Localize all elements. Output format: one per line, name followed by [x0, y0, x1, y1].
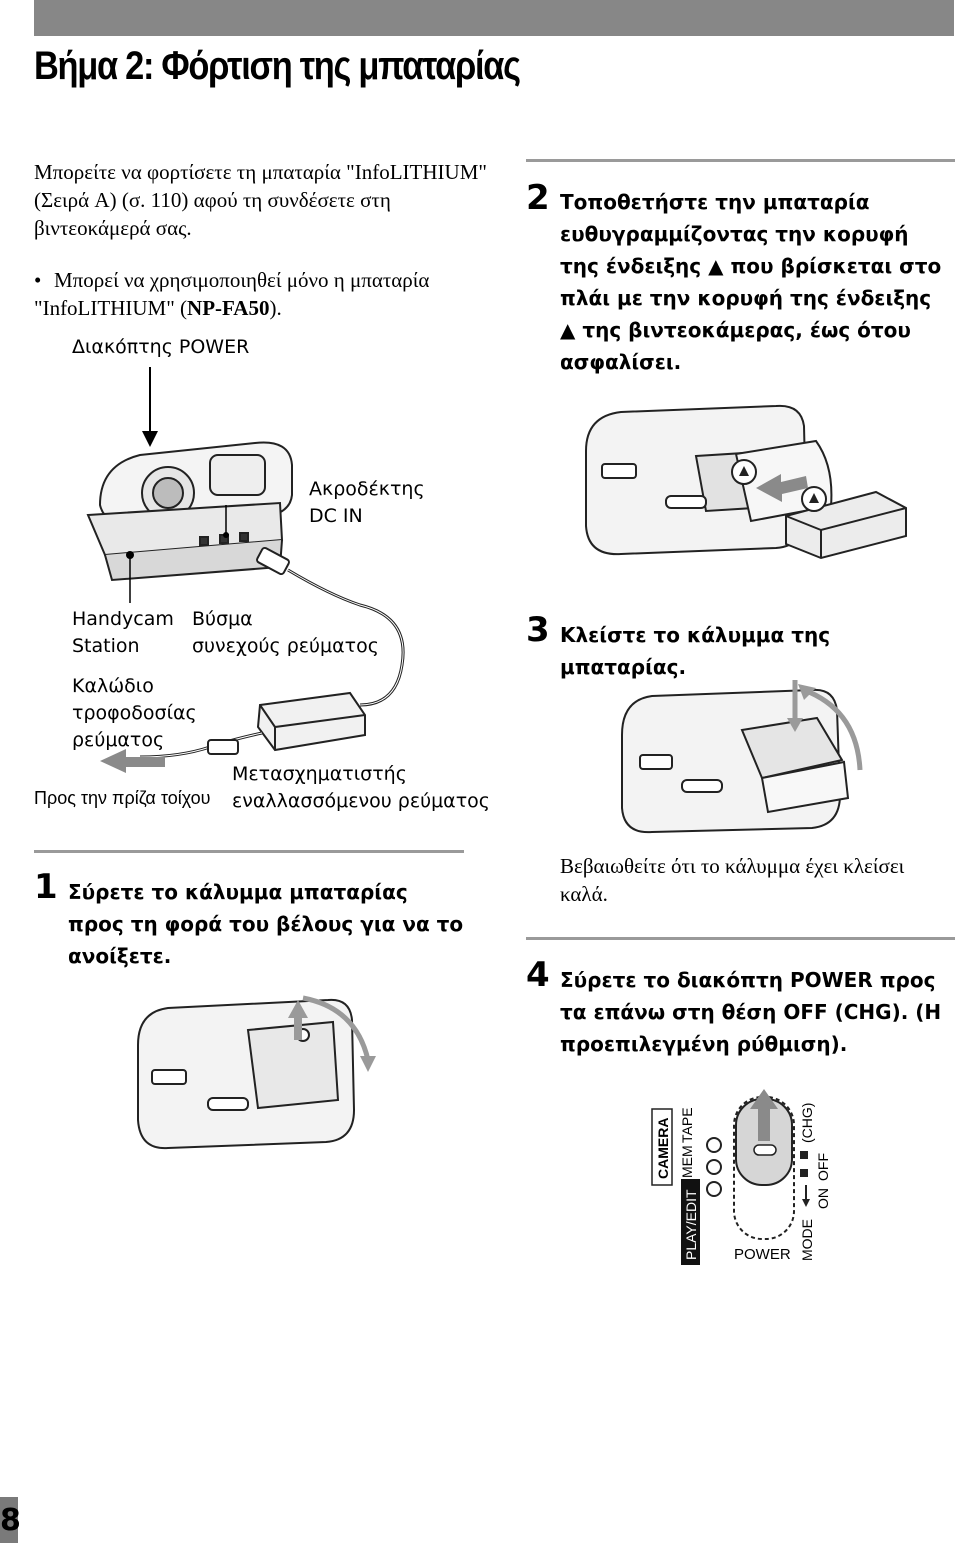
label-power-switch: Διακόπτης POWER	[72, 336, 250, 358]
switch-label-camera: CAMERA	[655, 1118, 671, 1179]
step3-text: Κλείστε το κάλυμμα της μπαταρίας.	[560, 623, 831, 679]
label-dc-in: Ακροδέκτης DC IN	[309, 476, 425, 530]
power-switch-illustration: CAMERA MEM TAPE PLAY/EDIT (CHG) OFF ON M…	[651, 1089, 831, 1265]
battery-insert-illustration	[585, 404, 907, 560]
mem-lamp-icon	[706, 1159, 722, 1175]
step1-rule	[34, 850, 464, 853]
triangle-mark-icon: ▲	[708, 254, 724, 278]
connection-illustration	[86, 367, 405, 773]
step4-number: 4	[526, 955, 550, 995]
play-lamp-icon	[706, 1181, 722, 1197]
battery-note-prefix: Μπορεί να χρησιμοποιηθεί μόνο η μπαταρία…	[34, 268, 430, 320]
step2-text-part3: της βιντεοκάμερας, έως ότου ασφαλίσει.	[560, 318, 911, 374]
label-dc-plug: Βύσμα συνεχούς ρεύματος	[192, 606, 379, 660]
step3-note: Βεβαιωθείτε ότι το κάλυμμα έχει κλείσει …	[560, 854, 905, 906]
label-dc-in-line2: DC IN	[309, 505, 363, 527]
tape-lamp-icon	[706, 1137, 722, 1153]
label-handycam-line1: Handycam	[72, 608, 174, 630]
step1-number: 1	[34, 867, 58, 907]
label-handycam-line2: Station	[72, 635, 140, 657]
battery-note: •Μπορεί να χρησιμοποιηθεί μόνο η μπαταρί…	[34, 266, 504, 322]
camcorder-on-station	[86, 441, 293, 582]
page-title: Βήμα 2: Φόρτιση της μπαταρίας	[34, 44, 521, 88]
label-handycam-station: Handycam Station	[72, 606, 174, 660]
label-dc-in-line1: Ακροδέκτης	[309, 478, 425, 500]
step2-text-part2: που βρίσκεται στο πλάι με την κορυφή της…	[560, 254, 942, 310]
switch-label-chg: (CHG)	[799, 1103, 815, 1143]
step1-text: Σύρετε το κάλυμμα μπαταρίας προς τη φορά…	[68, 880, 464, 968]
label-ac-adaptor-line1: Μετασχηματιστής	[232, 763, 407, 785]
step4-rule	[526, 937, 955, 940]
page-number: 8	[0, 1503, 21, 1538]
label-power-cord: Καλώδιο τροφοδοσίας ρεύματος	[72, 673, 197, 754]
step2-text-part1: Τοποθετήστε την μπαταρία ευθυγραμμίζοντα…	[560, 190, 909, 278]
label-dc-plug-line2: συνεχούς ρεύματος	[192, 635, 379, 657]
switch-label-mem: MEM	[679, 1145, 695, 1178]
label-power-cord-line1: Καλώδιο	[72, 675, 154, 697]
switch-label-power: POWER	[734, 1246, 791, 1263]
page-number-bar	[0, 1497, 18, 1543]
power-switch-knob[interactable]	[733, 1089, 795, 1240]
step4-text: Σύρετε το διακόπτη POWER προς τα επάνω σ…	[560, 968, 942, 1056]
battery-open-illustration	[137, 995, 376, 1150]
switch-label-mode: MODE	[799, 1219, 815, 1261]
bullet-symbol: •	[34, 268, 42, 292]
triangle-mark-icon: ▲	[560, 318, 576, 342]
dc-plug	[256, 546, 290, 576]
battery-model: NP-FA50	[187, 296, 270, 320]
intro-text: Μπορείτε να φορτίσετε τη μπαταρία "InfoL…	[34, 160, 487, 240]
switch-label-on: ON	[815, 1188, 831, 1209]
switch-label-off: OFF	[815, 1153, 831, 1181]
step2-text: Τοποθετήστε την μπαταρία ευθυγραμμίζοντα…	[560, 186, 950, 378]
label-ac-adaptor-line2: εναλλασσόμενου ρεύματος	[232, 790, 490, 812]
label-ac-adaptor: Μετασχηματιστής εναλλασσόμενου ρεύματος	[232, 761, 490, 815]
label-dc-plug-line1: Βύσμα	[192, 608, 253, 630]
ac-adapter	[256, 691, 366, 752]
battery-close-illustration	[621, 680, 863, 834]
label-wall-outlet: Προς την πρίζα τοίχου	[34, 788, 211, 808]
switch-label-play-edit: PLAY/EDIT	[683, 1189, 699, 1260]
battery-note-suffix: ).	[269, 296, 282, 320]
label-power-cord-line3: ρεύματος	[72, 729, 165, 751]
step2-number: 2	[526, 178, 550, 218]
step2-rule	[526, 159, 955, 162]
label-power-cord-line2: τροφοδοσίας	[72, 702, 197, 724]
header-bar	[34, 0, 954, 36]
switch-label-tape: TAPE	[679, 1107, 695, 1143]
step3-number: 3	[526, 610, 550, 650]
